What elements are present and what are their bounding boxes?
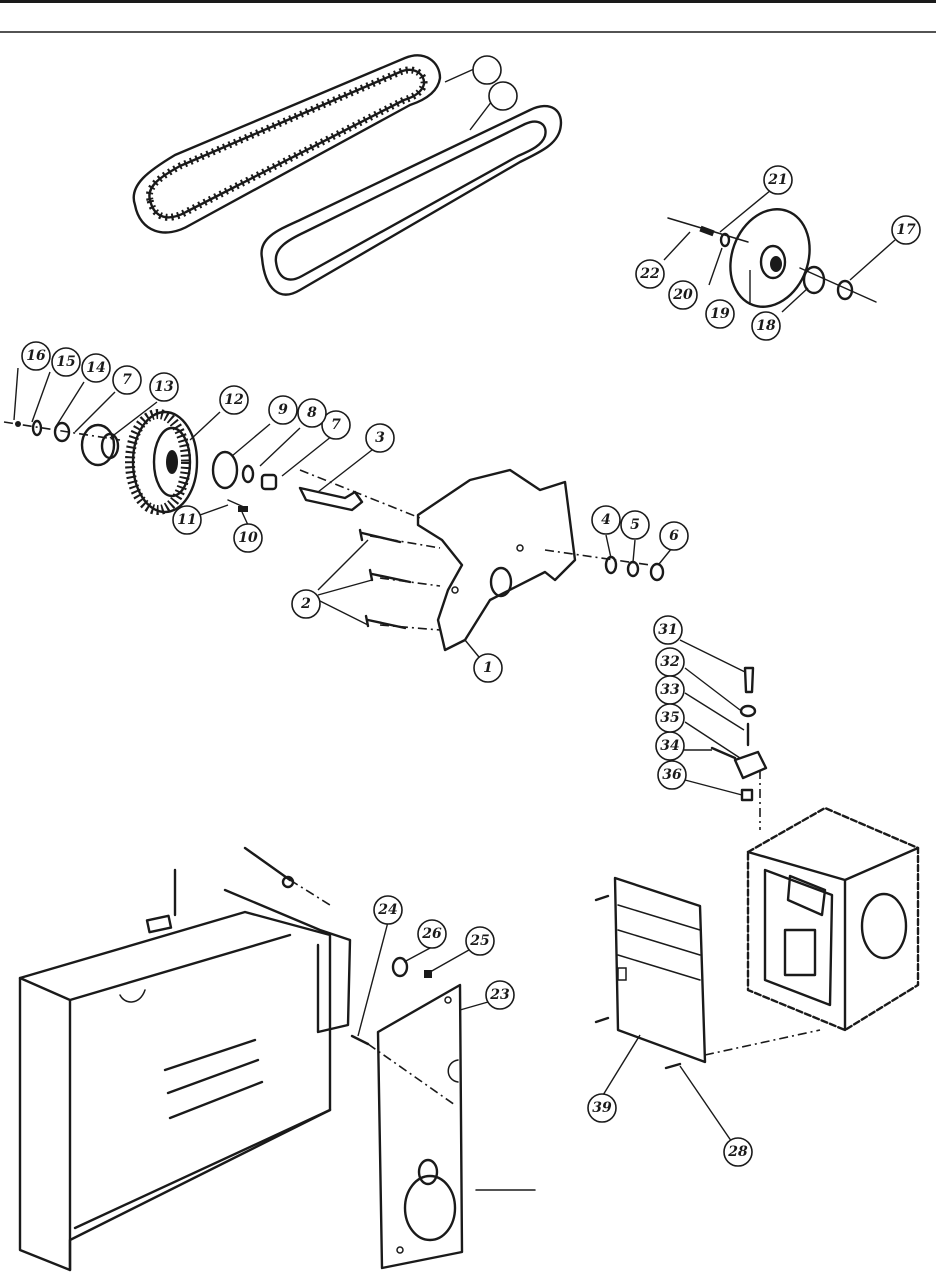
motor-pulley-assembly (667, 208, 877, 308)
callout-label: 4 (601, 512, 611, 528)
callout-23: 23 (485, 980, 515, 1010)
callout-label: 28 (727, 1144, 748, 1160)
idler-pulley-assembly (3, 409, 421, 519)
callout-label: 15 (56, 354, 75, 370)
callout-label: 14 (86, 360, 105, 376)
callout-13: 13 (149, 372, 179, 402)
callout-label: 35 (660, 710, 679, 726)
callout-label: 11 (177, 512, 196, 528)
callout-label: 34 (660, 738, 679, 754)
callout-36: 36 (657, 760, 687, 790)
callout-18: 18 (751, 311, 781, 341)
callout-label: 3 (375, 430, 385, 446)
callout-34: 34 (655, 731, 685, 761)
callout-label: 23 (489, 987, 510, 1003)
callout-label: 13 (154, 379, 174, 395)
callout-33: 33 (655, 675, 685, 705)
callout-22: 22 (635, 259, 665, 289)
callout-7: 7 (112, 365, 142, 395)
callout-label: 19 (710, 306, 730, 322)
callout-1: 1 (473, 653, 503, 683)
callout-19: 19 (705, 299, 735, 329)
callout-12: 12 (219, 385, 249, 415)
callout-label: 1 (483, 660, 493, 676)
callout-label: 7 (331, 417, 341, 433)
motor-cover-plate (594, 876, 821, 1070)
callout-14: 14 (81, 353, 111, 383)
callout-label: 20 (672, 287, 693, 303)
callout-label: 24 (377, 902, 397, 918)
callout-10: 10 (233, 523, 263, 553)
callout-26: 26 (417, 919, 447, 949)
callout-label: 2 (300, 596, 311, 612)
callout-17: 17 (891, 215, 921, 245)
belt-guard-door (350, 956, 536, 1270)
callout-24: 24 (373, 895, 403, 925)
callout-label: 33 (660, 682, 680, 698)
callout-label: 9 (278, 402, 288, 418)
callout-label: 16 (26, 348, 46, 364)
callout-label: 32 (660, 654, 680, 670)
blank-callout (472, 55, 502, 85)
callout-label: 22 (639, 266, 660, 282)
motor-housing (746, 806, 920, 1032)
leader-lines (13, 68, 896, 1149)
callout-7: 7 (321, 410, 351, 440)
callout-16: 16 (21, 341, 51, 371)
callout-label: 17 (896, 222, 916, 238)
callout-39: 39 (587, 1093, 617, 1123)
callout-20: 20 (668, 280, 698, 310)
callout-label: 26 (421, 926, 442, 942)
callout-label: 21 (767, 172, 787, 188)
v-belt (260, 104, 563, 296)
mounting-bracket (358, 468, 665, 652)
callout-31: 31 (653, 615, 683, 645)
callout-label: 39 (592, 1100, 612, 1116)
callout-label: 8 (307, 405, 317, 421)
callout-label: 10 (238, 530, 258, 546)
belt-guard-enclosure (18, 846, 352, 1272)
switch-bracket-parts (710, 666, 768, 830)
callout-label: 7 (122, 372, 132, 388)
callout-label: 18 (756, 318, 776, 334)
callout-label: 5 (630, 517, 640, 533)
callout-5: 5 (620, 510, 650, 540)
callout-35: 35 (655, 703, 685, 733)
callout-6: 6 (659, 521, 689, 551)
header-rules (0, 0, 936, 33)
callout-9: 9 (268, 395, 298, 425)
blank-callout (488, 81, 518, 111)
callout-3: 3 (365, 423, 395, 453)
callout-label: 31 (658, 622, 677, 638)
callout-8: 8 (297, 398, 327, 428)
callout-21: 21 (763, 165, 793, 195)
callout-4: 4 (591, 505, 621, 535)
callout-2: 2 (291, 589, 321, 619)
toothed-belt (132, 54, 442, 234)
callout-15: 15 (51, 347, 81, 377)
callout-label: 25 (469, 933, 489, 949)
callout-label: 36 (662, 767, 682, 783)
callout-11: 11 (172, 505, 202, 535)
callout-25: 25 (465, 926, 495, 956)
callout-28: 28 (723, 1137, 753, 1167)
callout-label: 6 (669, 528, 679, 544)
callout-32: 32 (655, 647, 685, 677)
callout-label: 12 (224, 392, 244, 408)
